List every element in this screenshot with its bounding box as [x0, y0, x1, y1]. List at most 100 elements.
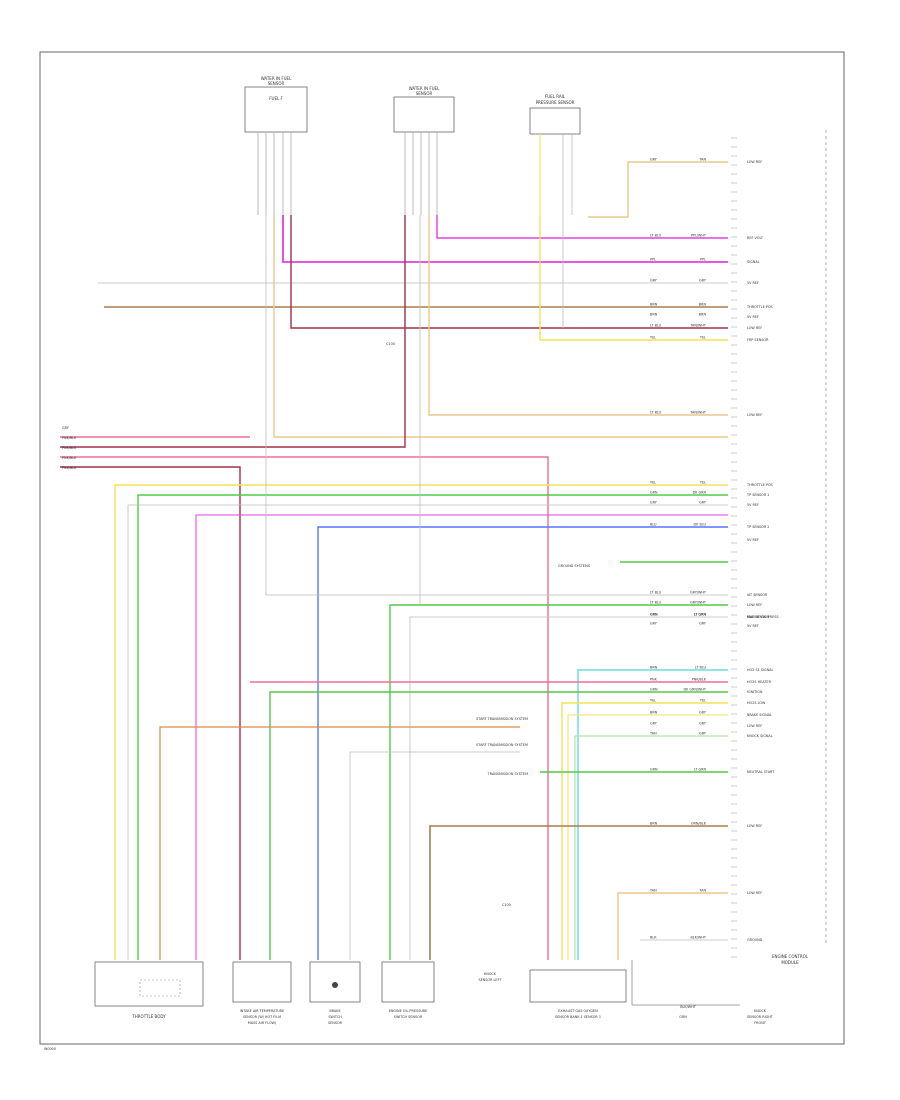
ecm-pin-label: REF VOLT	[747, 236, 764, 240]
ecm-pin-label: 5V REF	[747, 315, 759, 319]
wire-ho2-low	[561, 702, 728, 960]
ecm-pin-color: GRY	[699, 722, 707, 726]
ecm-pin-color: GRY	[699, 711, 707, 715]
wire-low-ref-5	[429, 825, 728, 960]
ecm-pin-label: TP SENSOR 2	[746, 525, 769, 529]
wire-5v-ref-2	[290, 215, 728, 329]
wire-pnk-4	[60, 466, 241, 960]
wire-start-trans-2	[349, 751, 520, 960]
left-wire-code: GRY	[62, 426, 70, 430]
ecm-pin-label: HO2S HEATER	[747, 680, 772, 684]
ecm-pin-code: GRY	[650, 622, 658, 626]
wire-brake	[567, 714, 728, 960]
ecm-pin-label: SIGNAL	[747, 260, 760, 264]
left-wire-code: PNK/BLK	[62, 446, 77, 450]
trans-system-note: TRANSMISSION SYSTEM	[487, 772, 528, 776]
ecm-pin-code: GRY	[650, 158, 658, 162]
top-left-sensor-line-2: SENSOR	[268, 81, 285, 86]
wire-tp2	[317, 526, 728, 960]
wire-ref-volt	[436, 215, 728, 239]
ecm-pin-label: KNOCK SIGNAL	[747, 734, 773, 738]
wire-low-ref	[588, 161, 728, 218]
ecm-pin-code: GRN	[650, 613, 658, 617]
ecm-pin-code: PPL	[650, 258, 656, 262]
left-wire-code: PNK/BLK	[62, 456, 77, 460]
wire-tp1	[137, 494, 728, 960]
top-left-sensor-line-1: WATER IN FUEL	[261, 76, 292, 81]
ecm-pin-color: GRY	[699, 501, 707, 505]
ecm-pin-code: BRN	[650, 666, 658, 670]
ecm-pin-color: GRY	[699, 732, 707, 736]
wire-frp	[539, 215, 728, 341]
top-left-sensor: WATER IN FUEL SENSOR FUEL F	[244, 76, 308, 133]
throttle-body: THROTTLE BODY	[94, 961, 204, 1019]
bottom-cable-label: BLK/WHT	[680, 1005, 696, 1009]
ecm-pin-color: BLK/WHT	[690, 936, 706, 940]
ecm-pin-color: TAN	[698, 158, 706, 162]
ecm-pin-color: GRY	[699, 622, 707, 626]
right-sensor-line-1: KNOCK	[754, 1009, 767, 1013]
wire-magenta-2	[195, 514, 728, 960]
ecm-pin-color: DK GRN	[693, 491, 707, 495]
ecm-pin-color: TAN/WHT	[689, 324, 707, 328]
right-sensor-line-2: SENSOR RIGHT	[747, 1015, 774, 1019]
ecm-pin-color: LT BLU	[695, 666, 707, 670]
ecm-pin-color: GRY/WHT	[690, 601, 707, 605]
ecm-pin-color: LT GRN	[694, 768, 707, 772]
ecm-pin-label: TP SENSOR 1	[746, 493, 769, 497]
ecm-pin-color: TAN	[698, 889, 706, 893]
ecm-pin-code: PNK	[650, 678, 658, 682]
ecm-label-line-1: ENGINE CONTROL	[772, 954, 809, 959]
ecm-pin-label: NEUTRAL START	[747, 770, 775, 774]
top-left-sensor-line-3: FUEL F	[269, 96, 283, 101]
wire-oil-press	[389, 604, 728, 960]
grn-label: GRN	[679, 1015, 687, 1019]
intake-air-sensor-line-2: SENSOR (W/ HOT FILM	[243, 1015, 281, 1019]
ecm-pin-label: HO2S LOW	[747, 701, 766, 705]
ecm-pin-color: ORN/BLK	[691, 822, 707, 826]
ecm-pin-label: LOW REF	[747, 724, 762, 728]
ecm-pin-label: 5V REF	[747, 624, 759, 628]
ecm-pin-label: LOW REF	[747, 413, 762, 417]
ecm-pin-color: LT GRN	[694, 613, 707, 617]
wire-low-ref-2	[428, 215, 728, 416]
brake-switch: BRAKE SWITCH SENSOR	[309, 961, 361, 1025]
ecm-pin-label: IGNITION	[747, 690, 763, 694]
wire-ho2	[577, 669, 728, 960]
top-mid-sensor: WATER IN FUEL SENSOR	[393, 86, 455, 133]
ecm-pin-label: LOW REF	[747, 891, 762, 895]
ecm-pin-label: THROTTLE POS	[746, 305, 773, 309]
ecm-pin-color: BRN	[699, 303, 707, 307]
oil-pressure-switch-line-1: ENGINE OIL PRESSURE	[389, 1009, 428, 1013]
wire-start-trans	[159, 726, 520, 960]
exhaust-sensor: EXHAUST GAS OXYGEN SENSOR BANK 1 SENSOR …	[529, 969, 627, 1019]
ecm-pin-label: MAF SENSOR	[747, 615, 770, 619]
wire-iat	[409, 616, 728, 960]
ecm-pin-label: LOW REF	[747, 603, 762, 607]
ecm-pin-label: 5V REF	[747, 538, 759, 542]
ecm-pin-code: YEL	[650, 481, 656, 485]
ecm-pin-code: GRY	[650, 501, 658, 505]
ecm-pin-code: LT BLU	[650, 324, 662, 328]
ecm-pin-color: PPL	[700, 258, 706, 262]
ecm-pin-code: YEL	[650, 336, 656, 340]
ecm-pin-code: TAN	[649, 889, 657, 893]
left-wire-code: PNK/BLK	[62, 436, 77, 440]
ecm-pin-code: LT BLU	[650, 234, 662, 238]
ground-note: GROUND SYSTEMS	[558, 564, 590, 568]
top-mid-sensor-line-1: WATER IN FUEL	[409, 86, 440, 91]
ecm-pin-code: BRN	[650, 313, 658, 317]
ecm-pin-code: GRN	[650, 688, 658, 692]
ecm-pin-code: GRY	[650, 279, 658, 283]
intake-air-sensor: INTAKE AIR TEMPERATURE SENSOR (W/ HOT FI…	[232, 961, 292, 1025]
ecm-pin-code: GRN	[650, 613, 658, 617]
ecm-pin-label: BRAKE SIGNAL	[747, 713, 772, 717]
oil-pressure-switch: ENGINE OIL PRESSURE SWITCH SENSOR	[381, 961, 435, 1019]
top-right-sensor-line-2: PRESSURE SENSOR	[536, 100, 575, 105]
ecm-pin-label: GROUND	[747, 938, 763, 942]
ecm-pin-label: LOW REF	[747, 824, 762, 828]
brake-switch-line-3: SENSOR	[328, 1021, 343, 1025]
ecm-pin-code: GRN	[650, 768, 658, 772]
